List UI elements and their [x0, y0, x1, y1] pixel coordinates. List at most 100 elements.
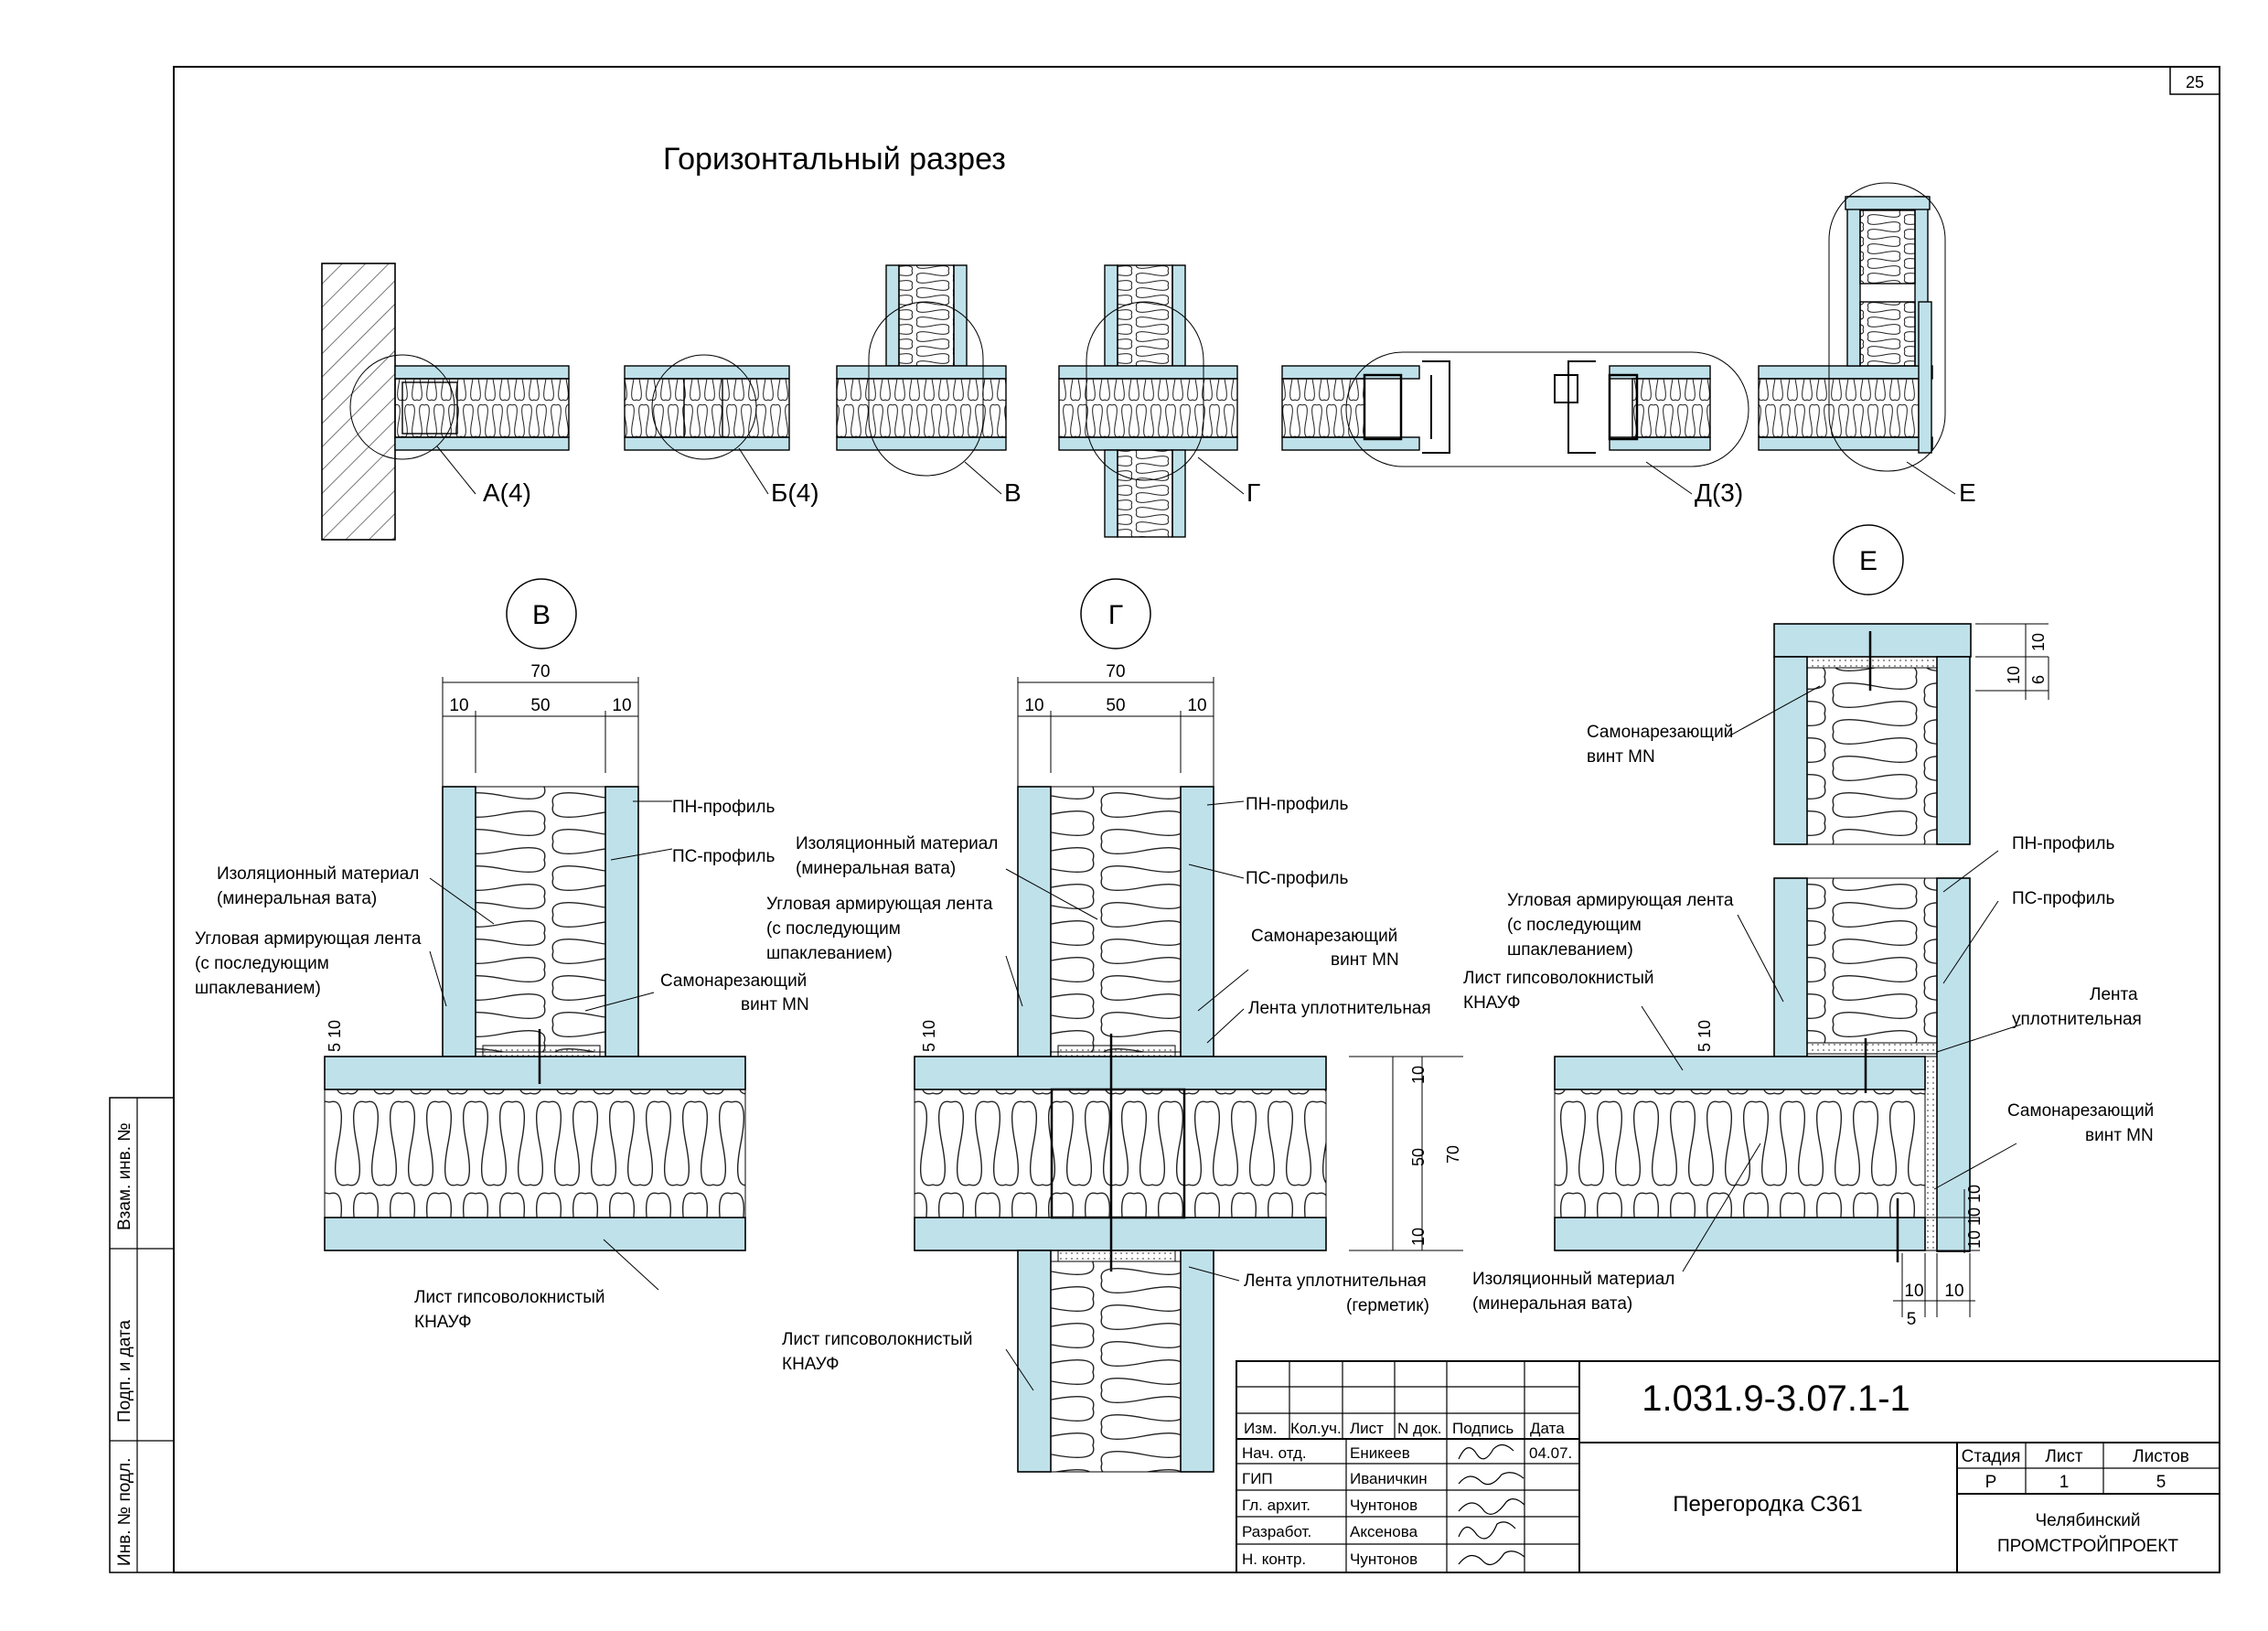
tb-org1: Челябинский [2035, 1511, 2140, 1530]
detail-v-label-tape2: (с последующим [195, 954, 329, 973]
title-block-text: 1.031.9-3.07.1-1 Перегородка С361 Изм. К… [1242, 1379, 2189, 1568]
detail-e-label-sheet2: КНАУФ [1463, 993, 1521, 1013]
overview-v [836, 264, 1007, 495]
tb-listov-value: 5 [2156, 1473, 2166, 1492]
tb-org2: ПРОМСТРОЙПРОЕКТ [1997, 1536, 2178, 1556]
detail-g-label-iso1: Изоляционный материал [796, 834, 998, 853]
detail-g-dim-left: 10 [1024, 696, 1043, 715]
signatures [1458, 1443, 1525, 1565]
detail-v-label-tape3: шпаклеванием) [195, 979, 321, 998]
detail-v-dim-left: 10 [449, 696, 468, 715]
detail-g-label-sheet1: Лист гипсоволокнистый [782, 1330, 972, 1349]
detail-v-label-sheet2: КНАУФ [414, 1313, 472, 1332]
detail-g-vdim-10a: 10 [1409, 1066, 1428, 1084]
detail-e-label-sheet1: Лист гипсоволокнистый [1463, 969, 1653, 988]
detail-g-dim-side: 5 10 [920, 1020, 938, 1052]
tb-list-value: 1 [2059, 1473, 2070, 1492]
detail-g-vdim-70: 70 [1444, 1145, 1462, 1164]
stamp-replace-inv: Взам. инв. № [115, 1122, 134, 1230]
detail-g-label-tape1: Угловая армирующая лента [766, 895, 993, 914]
detail-e-vdim-10-10: 10 10 [1965, 1185, 1984, 1226]
tb-stage-header: Стадия [1962, 1447, 2021, 1466]
tb-header-podpis: Подпись [1452, 1420, 1514, 1437]
detail-g-label-screw2: винт MN [1331, 950, 1399, 970]
detail-v-label-iso1: Изоляционный материал [217, 864, 419, 884]
detail-e-dim-bot-5: 5 [1907, 1310, 1917, 1329]
detail-v-label-screw2: винт MN [741, 995, 809, 1014]
detail-v-dim-side: 5 10 [326, 1020, 344, 1052]
detail-e-label-tape3: шпаклеванием) [1507, 940, 1633, 960]
detail-e-dim-bot-10a: 10 [1904, 1282, 1923, 1301]
drawing-code: 1.031.9-3.07.1-1 [1642, 1379, 1910, 1419]
tb-header-list: Лист [1350, 1420, 1384, 1437]
detail-e-label-tape2: (с последующим [1507, 916, 1642, 935]
overview-row: А(4) Б(4) В [321, 182, 1976, 541]
detail-v-label-ps: ПС-профиль [672, 847, 775, 866]
detail-g-label-seal: Лента уплотнительная [1248, 999, 1431, 1018]
detail-e-label-seal2: уплотнительная [2012, 1010, 2142, 1029]
detail-e-label-iso2: (минеральная вата) [1472, 1294, 1632, 1314]
side-stamp: Взам. инв. № Подп. и дата Инв. № подл. [109, 1097, 175, 1573]
tb-name-1: Иваничкин [1350, 1470, 1428, 1487]
detail-e-vdim-10: 10 [1965, 1230, 1984, 1249]
tb-header-ndok: N док. [1397, 1420, 1442, 1437]
title-block [1236, 1360, 2220, 1573]
overview-g [1058, 264, 1245, 538]
detail-v-dim-mid: 50 [530, 696, 550, 715]
overview-b [624, 354, 790, 495]
detail-e-dim-10b: 10 [2005, 666, 2023, 684]
detail-v-dim-total: 70 [530, 662, 550, 681]
drawing-name: Перегородка С361 [1673, 1492, 1862, 1517]
sheet-frame: 25 [173, 66, 2220, 1573]
tb-role-3: Разработ. [1242, 1523, 1311, 1540]
overview-label-a: А(4) [483, 478, 531, 507]
overview-label-b: Б(4) [771, 478, 819, 507]
detail-g-label-tape3: шпаклеванием) [766, 944, 893, 963]
detail-g-vdim-50: 50 [1409, 1148, 1428, 1166]
overview-a [321, 263, 570, 541]
tb-name-4: Чунтонов [1350, 1551, 1418, 1568]
tb-list-header: Лист [2045, 1447, 2083, 1466]
tb-role-4: Н. контр. [1242, 1551, 1306, 1568]
overview-e [1758, 182, 1956, 495]
tb-role-1: ГИП [1242, 1470, 1273, 1487]
detail-e-dim-6: 6 [2029, 675, 2048, 684]
detail-g-label-iso2: (минеральная вата) [796, 859, 956, 878]
tb-listov-header: Листов [2133, 1447, 2189, 1466]
detail-e-label-seal1: Лента [2090, 985, 2138, 1004]
detail-e-label-screw2: винт MN [2085, 1126, 2154, 1145]
detail-e-label-screw1: Самонарезающий [2007, 1101, 2154, 1121]
detail-g-vdim-10b: 10 [1409, 1228, 1428, 1246]
detail-v-label-pn: ПН-профиль [672, 798, 775, 817]
stamp-inv-orig: Инв. № подл. [115, 1458, 134, 1566]
detail-g-dim-right: 10 [1187, 696, 1206, 715]
detail-g-label-sheet2: КНАУФ [782, 1355, 840, 1374]
tb-name-3: Аксенова [1350, 1523, 1418, 1540]
detail-e-label-pn: ПН-профиль [2012, 834, 2114, 853]
tb-role-0: Нач. отд. [1242, 1444, 1307, 1462]
detail-g-label-ps: ПС-профиль [1246, 869, 1348, 888]
detail-g-label-pn: ПН-профиль [1246, 795, 1348, 814]
detail-e-label-iso1: Изоляционный материал [1472, 1270, 1674, 1289]
overview-label-v: В [1004, 478, 1022, 507]
overview-d [1281, 351, 1749, 495]
detail-g-label-seal2a: Лента уплотнительная [1244, 1272, 1427, 1291]
overview-label-g: Г [1246, 478, 1260, 507]
detail-g-dim-mid: 50 [1106, 696, 1125, 715]
detail-g-label-tape2: (с последующим [766, 919, 901, 939]
detail-g: Г 70 10 50 10 5 10 10 50 70 10 [766, 578, 1463, 1473]
detail-e-label-screw-top2: винт MN [1587, 747, 1655, 767]
tb-header-izm: Изм. [1244, 1420, 1277, 1437]
detail-v-letter: В [532, 600, 551, 630]
detail-g-letter: Г [1108, 600, 1123, 630]
tb-name-2: Чунтонов [1350, 1497, 1418, 1514]
drawing-title: Горизонтальный разрез [663, 142, 1006, 177]
tb-role-2: Гл. архит. [1242, 1497, 1311, 1514]
detail-e-dim-side: 5 10 [1696, 1020, 1714, 1052]
tb-header-kolich: Кол.уч. [1290, 1420, 1342, 1437]
detail-e: Е [1463, 524, 2154, 1329]
detail-e-letter: Е [1859, 546, 1878, 576]
detail-g-label-seal2b: (герметик) [1346, 1296, 1429, 1315]
detail-v-label-iso2: (минеральная вата) [217, 889, 377, 908]
